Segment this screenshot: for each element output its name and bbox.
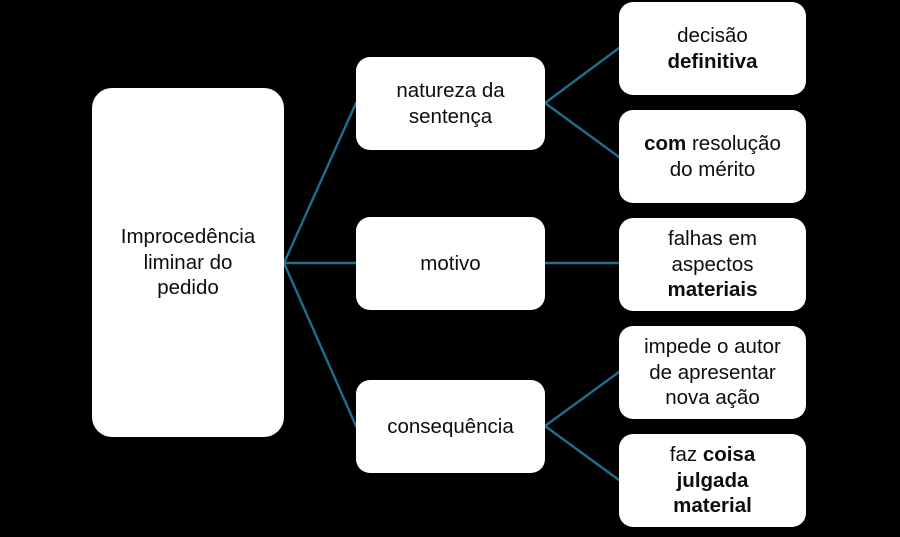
node-faz-coisa-julgada-material[interactable]: faz coisa julgada material [619, 434, 806, 527]
node-falhas-em-aspectos-materiais[interactable]: falhas em aspectos materiais [619, 218, 806, 311]
node-consequencia[interactable]: consequência [356, 380, 545, 473]
node-consequencia-label: consequência [387, 414, 514, 438]
connector-natureza-to-decisao-definitiva [543, 46, 621, 105]
node-motivo-label: motivo [420, 251, 481, 275]
connector-consequencia-to-faz-coisa [543, 424, 621, 482]
connector-root-to-natureza [282, 101, 358, 265]
connector-natureza-to-com-resolucao [543, 101, 621, 159]
node-impede-o-autor-label: impede o autor de apresentar nova ação [644, 334, 781, 410]
node-root-label: Improcedência liminar do pedido [120, 224, 256, 300]
node-com-resolucao-do-merito-label: com resolução do mérito [644, 131, 781, 181]
node-impede-o-autor[interactable]: impede o autor de apresentar nova ação [619, 326, 806, 419]
node-faz-coisa-julgada-material-label: faz coisa julgada material [669, 442, 756, 518]
connector-root-to-consequencia [282, 261, 358, 428]
node-falhas-em-aspectos-materiais-label: falhas em aspectos materiais [667, 226, 758, 302]
node-decisao-definitiva-label: decisão definitiva [667, 23, 758, 73]
node-motivo[interactable]: motivo [356, 217, 545, 310]
node-root[interactable]: Improcedência liminar do pedido [92, 88, 284, 437]
node-natureza-da-sentenca-label: natureza da sentença [396, 78, 505, 128]
node-com-resolucao-do-merito[interactable]: com resolução do mérito [619, 110, 806, 203]
connector-consequencia-to-impede [543, 370, 621, 428]
node-natureza-da-sentenca[interactable]: natureza da sentença [356, 57, 545, 150]
node-decisao-definitiva[interactable]: decisão definitiva [619, 2, 806, 95]
